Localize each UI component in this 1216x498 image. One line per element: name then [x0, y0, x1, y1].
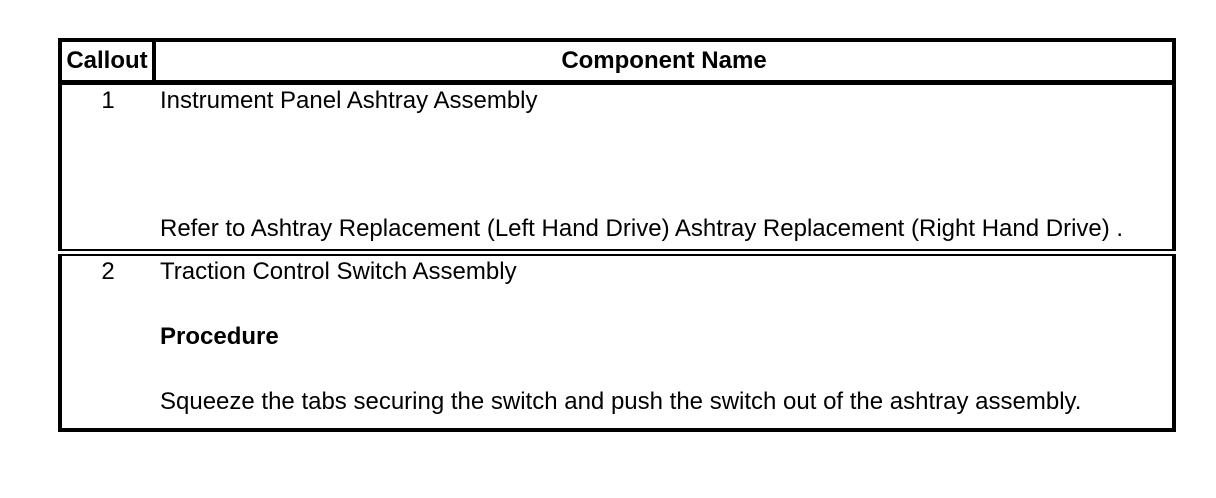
table-header-row: Callout Component Name: [60, 40, 1174, 85]
component-cell-2: Traction Control Switch Assembly Procedu…: [154, 253, 1174, 431]
table-row-1: 1 Instrument Panel Ashtray Assembly Refe…: [60, 82, 1174, 256]
component-cell-2-content: Traction Control Switch Assembly Procedu…: [160, 258, 1166, 426]
procedure-instruction-text: Squeeze the tabs securing the switch and…: [160, 388, 1082, 416]
callout-number-1: 1: [60, 82, 154, 256]
table-row-2: 2 Traction Control Switch Assembly Proce…: [60, 253, 1174, 431]
refer-to-text-1: Refer to Ashtray Replacement (Left Hand …: [160, 215, 1124, 243]
component-name-text-2: Traction Control Switch Assembly: [160, 258, 517, 285]
component-name-text-1: Instrument Panel Ashtray Assembly: [160, 87, 538, 114]
component-cell-1: Instrument Panel Ashtray Assembly Refer …: [154, 82, 1174, 256]
header-callout: Callout: [60, 40, 156, 85]
callout-table-container: Callout Component Name 1 Instrument Pane…: [58, 38, 1176, 432]
callout-component-table: Callout Component Name 1 Instrument Pane…: [58, 38, 1176, 432]
callout-number-2: 2: [101, 258, 115, 285]
header-component-name: Component Name: [154, 40, 1174, 85]
component-cell-1-content: Instrument Panel Ashtray Assembly Refer …: [160, 87, 1166, 246]
procedure-heading: Procedure: [160, 323, 279, 351]
